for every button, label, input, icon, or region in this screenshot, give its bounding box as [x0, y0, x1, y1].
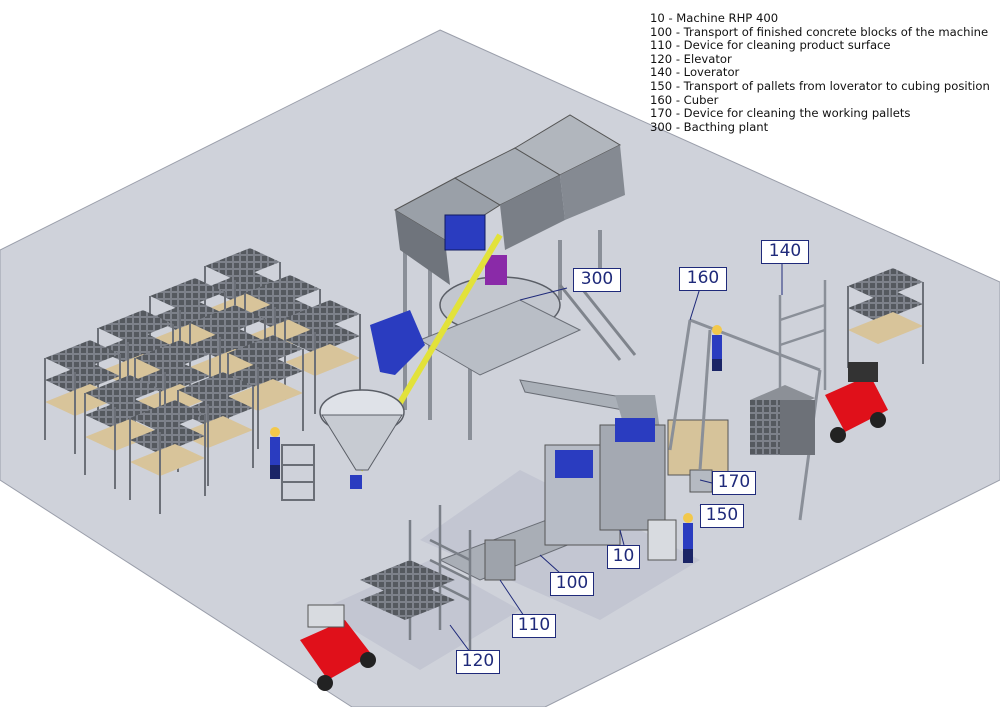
forklift-left — [300, 604, 376, 691]
machine-feed-bin — [555, 450, 593, 478]
component-legend: 10 - Machine RHP 400 100 - Transport of … — [650, 11, 995, 134]
callout-300: 300 — [573, 268, 621, 292]
forklift-right — [825, 362, 888, 443]
legend-item: 300 - Bacthing plant — [650, 119, 769, 134]
access-ladder — [281, 444, 315, 501]
elevator-pallet-stack — [360, 560, 455, 600]
mixer-platform — [418, 299, 582, 376]
cement-bin — [444, 214, 486, 251]
blue-silo-hopper — [370, 310, 425, 375]
callout-100: 100 — [550, 572, 594, 596]
factory-floor — [0, 29, 1000, 707]
legend-item: 160 - Cuber — [650, 92, 719, 107]
cuber-rack-right — [847, 268, 924, 368]
legend-item: 140 - Loverator — [650, 65, 740, 80]
rack — [227, 335, 304, 449]
machine-rhp-400 — [544, 418, 666, 546]
callout-140: 140 — [761, 240, 809, 264]
machine-top-bin — [615, 418, 655, 442]
callout-150: 150 — [700, 504, 744, 528]
legend-item: 100 - Transport of finished concrete blo… — [650, 24, 989, 39]
control-cabinet — [647, 519, 677, 561]
rack — [177, 372, 254, 486]
product-cleaner-110 — [484, 539, 516, 581]
legend-item: 110 - Device for cleaning product surfac… — [650, 38, 891, 53]
legend-item: 150 - Transport of pallets from loverato… — [650, 78, 990, 93]
production-line — [360, 418, 729, 650]
legend-item: 170 - Device for cleaning the working pa… — [650, 106, 911, 121]
callout-110: 110 — [512, 614, 556, 638]
worker — [683, 513, 693, 563]
cement-silo-cone — [321, 414, 403, 471]
legend-item: 10 - Machine RHP 400 — [650, 11, 779, 25]
worker — [270, 427, 280, 479]
pallet-storage-racks — [44, 248, 361, 514]
batching-plant — [281, 114, 660, 501]
finished-block-stack — [750, 385, 815, 455]
cleaning-device-170 — [667, 419, 729, 493]
callout-170: 170 — [712, 471, 756, 495]
mixer-motor — [485, 255, 507, 285]
worker — [712, 325, 722, 371]
legend-item: 120 - Elevator — [650, 51, 732, 66]
rack — [84, 375, 161, 489]
callout-leaders — [449, 263, 783, 661]
callout-10: 10 — [607, 545, 640, 569]
callout-160: 160 — [679, 267, 727, 291]
rack — [129, 400, 206, 514]
callout-120: 120 — [456, 650, 500, 674]
